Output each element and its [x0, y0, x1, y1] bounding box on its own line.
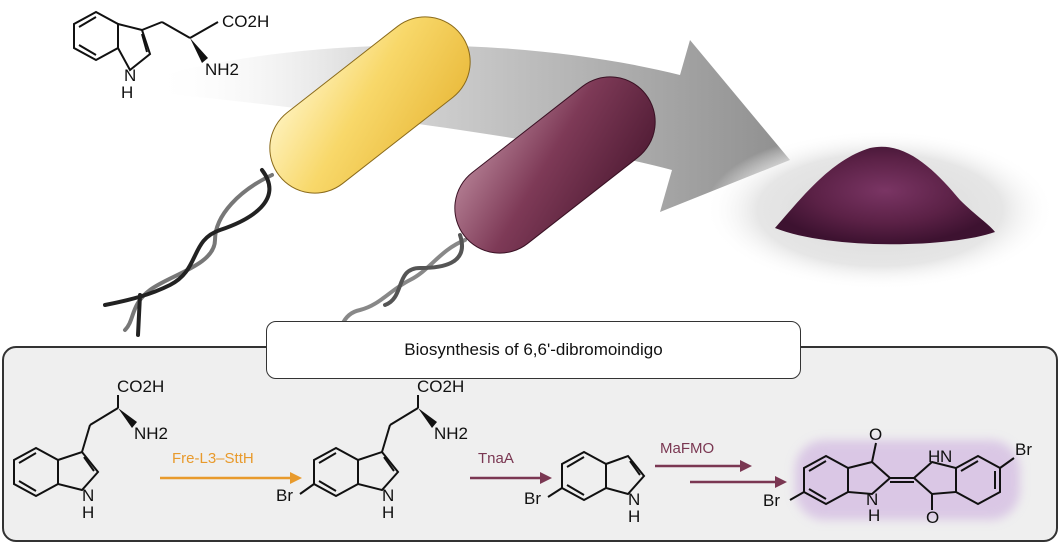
bromotryptophan-structure [299, 395, 419, 498]
trp-n-label: N [82, 486, 95, 505]
pathway-title: Biosynthesis of 6,6'-dibromoindigo [266, 321, 801, 379]
trp-acid-label: CO2H [117, 377, 165, 396]
indigo-h2-label: H [868, 506, 881, 525]
top-h-label: H [121, 83, 134, 102]
trp-h-label: H [82, 503, 95, 522]
dibromoindigo-structure [789, 442, 1015, 510]
indigo-h1-label: H [928, 447, 941, 466]
dna-helix-purple [340, 233, 467, 327]
wedge-bond [418, 408, 437, 428]
trp-amine-label: NH2 [134, 424, 169, 443]
brindole-h-label: H [628, 507, 641, 526]
brtrp-acid-label: CO2H [417, 377, 465, 396]
dna-helix-yellow [103, 168, 274, 337]
arrow-step-2-head [540, 472, 552, 484]
powder-pile [775, 146, 995, 245]
yellow-bacterial-cell [269, 16, 471, 194]
enzyme-label-3: MaFMO [660, 440, 715, 457]
arrow-step-3b-head [775, 476, 787, 488]
purple-bacterial-cell [454, 76, 656, 254]
wedge-bond [118, 408, 137, 428]
enzyme-label-1: Fre-L3–SttH [172, 450, 254, 467]
brtrp-h-label: H [382, 503, 395, 522]
product-glow [795, 440, 1020, 520]
arrow-step-1-head [290, 472, 302, 484]
brindole-br-label: Br [524, 489, 541, 508]
top-n-label: N [124, 66, 137, 85]
indigo-br2-label: Br [1015, 440, 1032, 459]
enzyme-label-2: TnaA [478, 450, 514, 467]
bromoindole-structure [547, 450, 646, 502]
indigo-n2-label: N [866, 490, 879, 509]
indigo-o2-label: O [926, 508, 940, 527]
top-acid-label: CO2H [222, 12, 270, 31]
tryptophan-structure [13, 395, 119, 498]
indigo-o1-label: O [869, 425, 883, 444]
indigo-br1-label: Br [763, 491, 780, 510]
indigo-n1-label: N [940, 447, 953, 466]
brtrp-br-label: Br [276, 486, 293, 505]
brtrp-amine-label: NH2 [434, 424, 469, 443]
brindole-n-label: N [628, 490, 641, 509]
brtrp-n-label: N [382, 486, 395, 505]
top-tryptophan-structure [73, 10, 219, 72]
top-amine-label: NH2 [205, 60, 240, 79]
arrow-step-3a-head [740, 460, 752, 472]
wedge-bond [190, 38, 208, 63]
